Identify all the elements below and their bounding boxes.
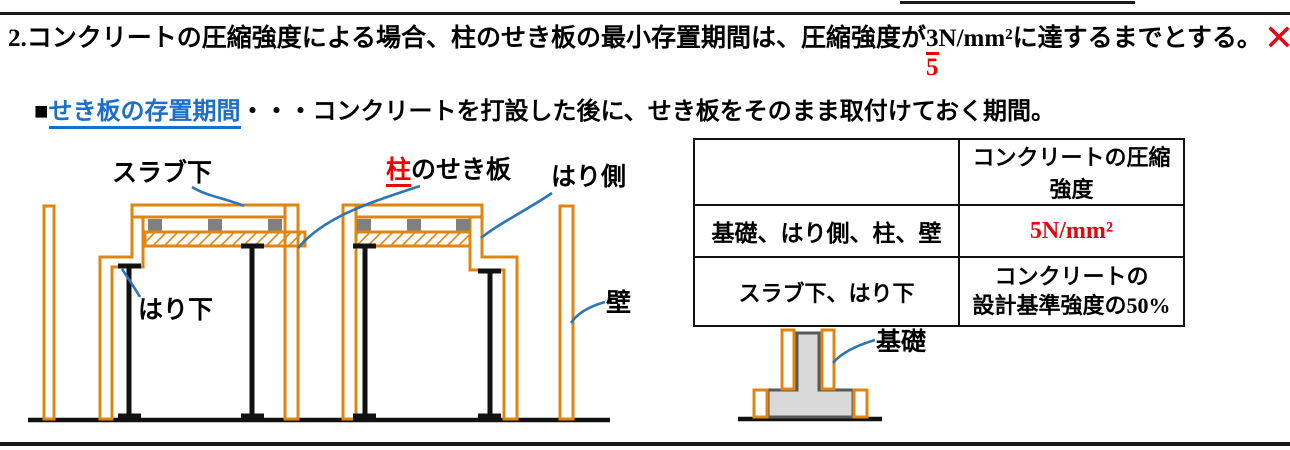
label-column-formwork: 柱のせき板 xyxy=(386,150,511,187)
column-formwork-right-bent xyxy=(468,203,519,421)
formwork-diagram xyxy=(28,184,610,423)
leader-column-formwork xyxy=(297,184,421,249)
spacer-block xyxy=(148,219,162,232)
wall-formwork-right xyxy=(558,204,575,421)
spacer-block xyxy=(268,219,282,232)
support-prop xyxy=(118,263,141,421)
spacer-block xyxy=(208,219,222,232)
label-beam-side: はり側 xyxy=(551,164,627,191)
cell-members-2: スラブ下、はり下 xyxy=(693,256,960,327)
top-rule xyxy=(0,12,1290,15)
spacer-block xyxy=(407,219,421,232)
seki-ita-link[interactable]: せき板の存置期間 xyxy=(48,99,241,129)
wrong-mark-icon: ✕ xyxy=(1263,18,1290,59)
definition-text: ・・・コンクリートを打設した後に、せき板をそのまま取付けておく期間。 xyxy=(240,99,1056,125)
column-formwork-left-2 xyxy=(341,203,358,421)
cell-strength-1: 5N/mm² xyxy=(958,204,1185,258)
label-beam-under: はり下 xyxy=(138,297,214,324)
beam-bottom-form-2 xyxy=(354,230,472,248)
correction-number: 5 xyxy=(926,54,939,81)
foundation-formwork-panel xyxy=(852,388,869,419)
spacer-block xyxy=(456,219,470,232)
table-row: 基礎、はり側、柱、壁 5N/mm² xyxy=(693,204,1185,258)
title-suffix: N/mm²に達するまでとする。 xyxy=(938,25,1262,52)
definition-line: ■せき板の存置期間・・・コンクリートを打設した後に、せき板をそのまま取付けておく… xyxy=(34,91,1056,129)
table-header-strength: コンクリートの圧縮強度 xyxy=(958,138,1185,206)
leader-foundation xyxy=(831,338,876,364)
column-formwork-left-bent xyxy=(98,203,145,421)
beam-bottom-form-1 xyxy=(143,230,307,248)
table-header-empty xyxy=(693,138,960,206)
label-foundation: 基礎 xyxy=(876,329,927,356)
title-prefix: 2.コンクリートの圧縮強度による場合、柱のせき板の最小存置期間は、圧縮強度が xyxy=(8,25,927,52)
leader-slab-under xyxy=(191,185,245,208)
foundation-formwork-panel xyxy=(780,328,796,391)
strength-value-red: 5N/mm² xyxy=(1029,217,1114,244)
leader-lines xyxy=(120,184,606,324)
label-column-red: 柱 xyxy=(386,157,412,187)
foundation-formwork-panel xyxy=(820,328,836,391)
table-row: スラブ下、はり下 コンクリートの設計基準強度の50% xyxy=(693,256,1185,327)
foundation-formwork-panel xyxy=(752,388,769,419)
leader-wall xyxy=(569,300,606,324)
label-wall: 壁 xyxy=(606,290,632,317)
compressive-strength-table: コンクリートの圧縮強度 基礎、はり側、柱、壁 5N/mm² スラブ下、はり下 コ… xyxy=(693,138,1185,327)
support-prop xyxy=(478,268,501,421)
slab-formwork-1 xyxy=(130,203,300,219)
cell-members-1: 基礎、はり側、柱、壁 xyxy=(693,204,960,258)
cell-strength-2: コンクリートの設計基準強度の50% xyxy=(958,256,1185,327)
leader-beam-under xyxy=(120,268,142,298)
top-partial-rule xyxy=(900,1,1135,4)
wall-formwork-left xyxy=(42,204,56,421)
leader-beam-side xyxy=(480,191,553,240)
label-slab-under: スラブ下 xyxy=(112,160,213,187)
bottom-rule xyxy=(0,442,1290,446)
wrong-number: 3 xyxy=(926,25,939,55)
square-bullet-icon: ■ xyxy=(34,99,49,125)
column-formwork-right-1 xyxy=(283,203,300,421)
spacer-block xyxy=(357,219,371,232)
strength-line2: 設計基準強度の50% xyxy=(972,292,1171,318)
support-prop xyxy=(241,243,264,421)
strength-line1: コンクリートの xyxy=(994,263,1149,289)
support-prop xyxy=(353,243,376,421)
foundation-diagram xyxy=(738,328,882,422)
